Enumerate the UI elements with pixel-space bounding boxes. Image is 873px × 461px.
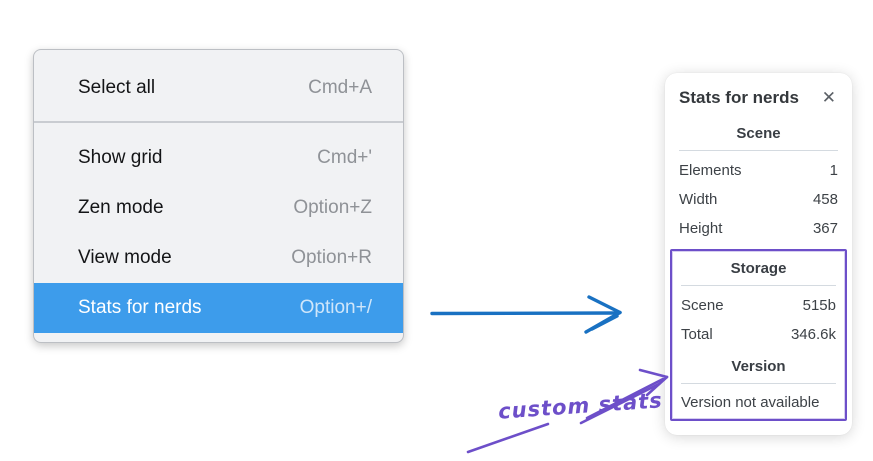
stat-row-elements: Elements 1 — [679, 156, 838, 185]
menu-item-view-mode[interactable]: View mode Option+R — [34, 233, 403, 283]
storage-heading: Storage — [730, 260, 787, 277]
version-note: Version not available — [681, 394, 820, 411]
version-section: Version Version not available — [681, 349, 836, 411]
stat-label: Scene — [681, 297, 724, 314]
stat-value: 1 — [829, 162, 838, 179]
menu-item-label: Zen mode — [78, 197, 164, 218]
flow-arrow — [430, 295, 622, 334]
stats-panel: Stats for nerds ✕ Scene Elements 1 Width… — [665, 73, 852, 435]
stat-value: 367 — [812, 220, 838, 237]
menu-item-label: Stats for nerds — [78, 297, 202, 318]
storage-section: Storage Scene 515b Total 346.6k — [681, 251, 836, 349]
stat-value: 458 — [812, 191, 838, 208]
custom-stats-highlight-box: Storage Scene 515b Total 346.6k Version … — [670, 249, 847, 421]
stat-row-width: Width 458 — [679, 185, 838, 214]
scene-section: Scene Elements 1 Width 458 Height 367 — [679, 116, 838, 243]
stat-label: Height — [679, 220, 723, 237]
stat-label: Elements — [679, 162, 742, 179]
menu-item-show-grid[interactable]: Show grid Cmd+' — [34, 133, 403, 183]
stats-panel-title: Stats for nerds — [679, 87, 799, 107]
divider — [679, 150, 838, 151]
version-heading: Version — [731, 358, 786, 375]
menu-item-label: Show grid — [78, 147, 163, 168]
menu-item-stats-for-nerds[interactable]: Stats for nerds Option+/ — [34, 283, 403, 333]
menu-item-shortcut: Cmd+' — [317, 147, 372, 168]
stat-label: Total — [681, 326, 713, 343]
stats-panel-header: Stats for nerds ✕ — [679, 87, 838, 108]
divider — [681, 383, 836, 384]
menu-item-shortcut: Option+R — [291, 247, 372, 268]
stat-row-height: Height 367 — [679, 214, 838, 243]
menu-item-shortcut: Option+Z — [293, 197, 372, 218]
stat-label: Width — [679, 191, 718, 208]
menu-item-zen-mode[interactable]: Zen mode Option+Z — [34, 183, 403, 233]
menu-item-label: Select all — [78, 77, 156, 98]
scene-heading: Scene — [736, 125, 781, 142]
context-menu: Select all Cmd+A Show grid Cmd+' Zen mod… — [33, 49, 404, 343]
divider — [681, 285, 836, 286]
menu-separator — [34, 121, 403, 123]
annotation-arrow — [466, 368, 669, 454]
stat-row-scene-storage: Scene 515b — [681, 291, 836, 320]
menu-item-select-all[interactable]: Select all Cmd+A — [34, 59, 403, 117]
stat-row-total-storage: Total 346.6k — [681, 320, 836, 349]
stat-value: 346.6k — [790, 326, 836, 343]
menu-item-label: View mode — [78, 247, 172, 268]
menu-item-shortcut: Option+/ — [299, 297, 372, 318]
close-icon[interactable]: ✕ — [821, 88, 836, 107]
stat-value: 515b — [802, 297, 836, 314]
menu-item-shortcut: Cmd+A — [308, 77, 372, 98]
